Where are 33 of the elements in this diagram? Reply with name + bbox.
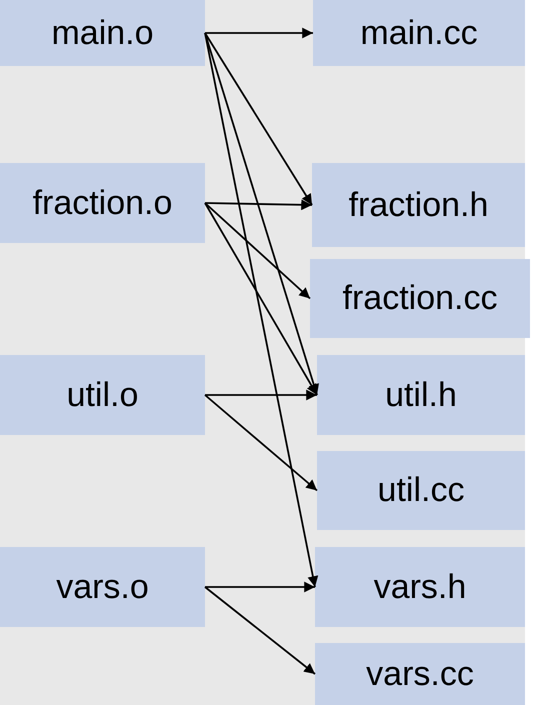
file-box (315, 547, 525, 627)
file-name: fraction.o (32, 184, 172, 222)
arrow (204, 586, 316, 675)
arrow (204, 32, 313, 206)
arrow (205, 28, 313, 38)
file-box (0, 0, 205, 66)
arrow (204, 199, 312, 210)
file-box (0, 355, 205, 435)
file-box (312, 163, 525, 247)
file-name: main.o (51, 14, 154, 52)
file-name: util.cc (378, 471, 464, 510)
file-name: vars.o (56, 568, 149, 606)
file-box (317, 355, 525, 435)
arrow (204, 394, 318, 492)
arrow (204, 32, 318, 588)
file-name: fraction.h (348, 186, 488, 224)
file-name: main.cc (360, 14, 478, 52)
file-box (313, 0, 525, 66)
file-name: fraction.cc (342, 279, 498, 318)
arrow (204, 202, 318, 396)
file-box (315, 643, 525, 705)
file-box (0, 163, 205, 243)
file-name: util.o (66, 376, 138, 414)
arrow (204, 202, 311, 300)
file-box (310, 259, 530, 338)
file-box (0, 547, 205, 627)
arrow (205, 390, 317, 400)
file-name: vars.cc (366, 654, 474, 694)
file-box (317, 451, 525, 530)
arrow (205, 582, 315, 592)
file-name: util.h (385, 376, 457, 414)
file-name: vars.h (374, 568, 466, 606)
arrow (204, 32, 319, 396)
